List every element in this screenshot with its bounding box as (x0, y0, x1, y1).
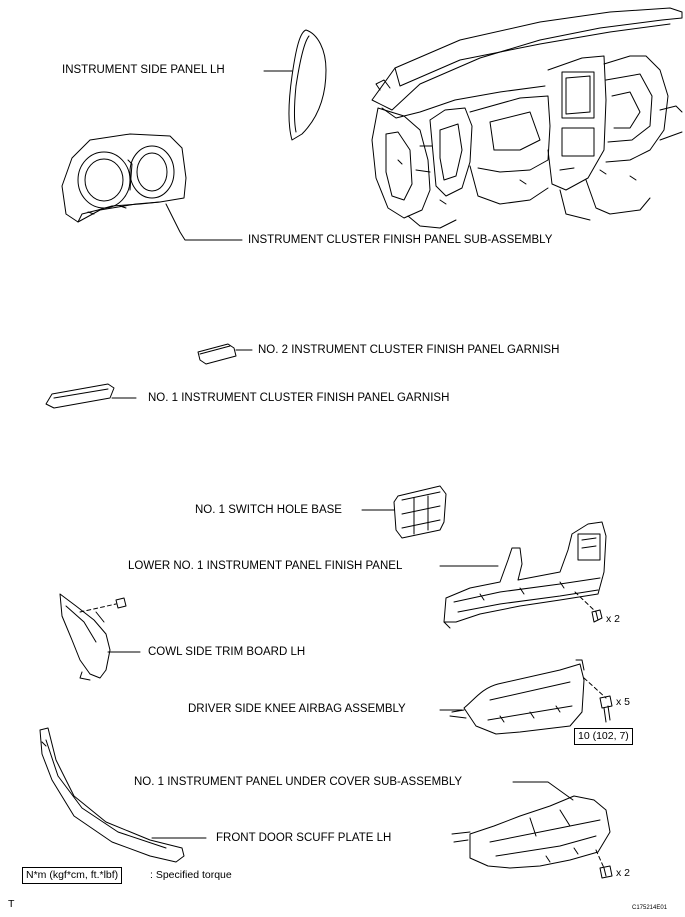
screw-axis-lower (574, 591, 597, 613)
clip-icon (115, 597, 127, 609)
torque-value-box: 10 (102, 7) (574, 728, 633, 745)
qty-under-cover-screws: x 2 (616, 867, 631, 879)
no2-garnish-illustration (197, 343, 237, 365)
lower-finish-panel-illustration (443, 521, 607, 629)
label-lower-finish-panel: LOWER NO. 1 INSTRUMENT PANEL FINISH PANE… (128, 560, 403, 572)
torque-legend-text: : Specified torque (150, 869, 232, 881)
corner-mark: T (8, 898, 15, 910)
label-instrument-side-panel: INSTRUMENT SIDE PANEL LH (62, 64, 225, 76)
scuff-plate-illustration (39, 727, 185, 863)
label-knee-airbag: DRIVER SIDE KNEE AIRBAG ASSEMBLY (188, 703, 406, 715)
label-cluster-finish-panel: INSTRUMENT CLUSTER FINISH PANEL SUB-ASSE… (248, 234, 553, 246)
screw-icon (591, 609, 603, 623)
torque-legend-box: N*m (kgf*cm, ft.*lbf) (22, 867, 123, 884)
label-switch-hole-base: NO. 1 SWITCH HOLE BASE (195, 504, 342, 516)
clip-axis-cowl (79, 603, 117, 613)
cluster-finish-panel-illustration (61, 133, 187, 223)
cowl-side-trim-illustration (59, 593, 111, 681)
leader-cluster-panel (165, 203, 243, 241)
label-under-cover: NO. 1 INSTRUMENT PANEL UNDER COVER SUB-A… (134, 776, 463, 788)
label-no2-garnish: NO. 2 INSTRUMENT CLUSTER FINISH PANEL GA… (258, 344, 560, 356)
bolt-axis-airbag (583, 677, 607, 699)
leader-under-cover (512, 781, 574, 801)
switch-hole-base-illustration (393, 485, 447, 539)
instrument-side-panel-illustration (288, 29, 327, 141)
label-scuff-plate: FRONT DOOR SCUFF PLATE LH (216, 832, 392, 844)
figure-code: C175214E01 (632, 905, 668, 911)
instrument-panel-illustration (371, 7, 683, 229)
screw-icon (599, 865, 613, 879)
screw-axis-under (595, 849, 605, 869)
qty-airbag-bolts: x 5 (616, 696, 631, 708)
bolt-icon (599, 695, 613, 723)
no1-garnish-illustration (45, 383, 115, 409)
knee-airbag-illustration (449, 659, 585, 735)
qty-lower-panel-screws: x 2 (606, 613, 621, 625)
label-no1-garnish: NO. 1 INSTRUMENT CLUSTER FINISH PANEL GA… (148, 392, 450, 404)
under-cover-illustration (451, 795, 611, 869)
label-cowl-side-trim: COWL SIDE TRIM BOARD LH (148, 646, 306, 658)
